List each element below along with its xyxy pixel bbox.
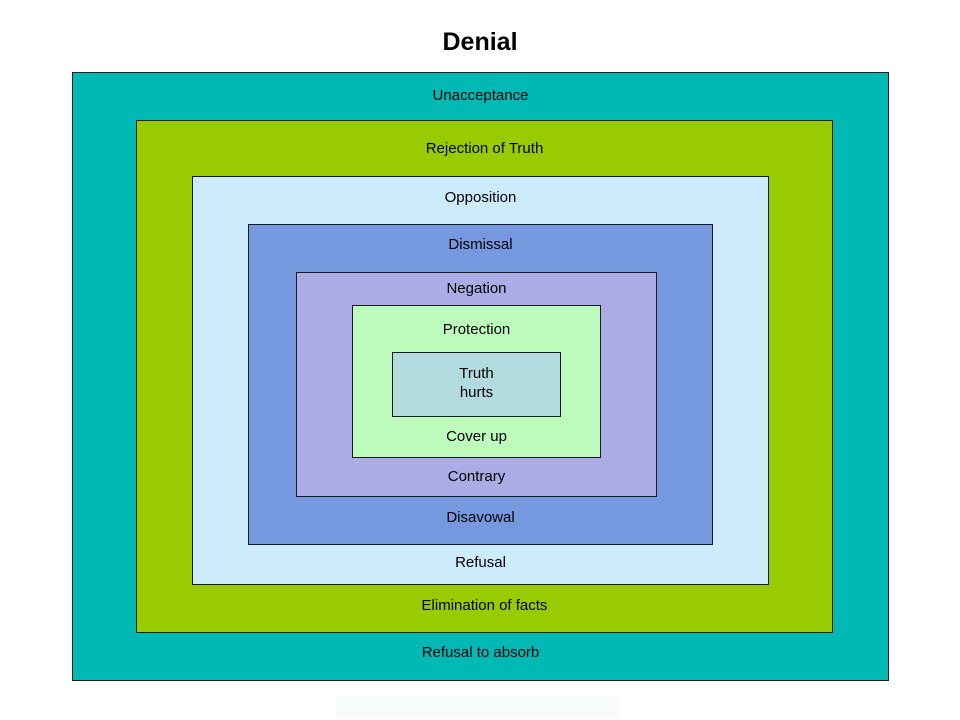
- layer-label-top: Opposition: [444, 189, 517, 206]
- layer-label-top: Dismissal: [448, 236, 513, 253]
- layer-label-top: Negation: [446, 280, 507, 297]
- core-label-line2: hurts: [459, 384, 494, 401]
- layer-label-bottom: Disavowal: [446, 509, 515, 526]
- layer-label-top: Unacceptance: [432, 87, 529, 104]
- layer-label-bottom: Elimination of facts: [421, 597, 548, 614]
- layer-label-top: Protection: [442, 321, 511, 338]
- core-label: Truth hurts: [393, 364, 560, 402]
- diagram-title: Denial: [442, 28, 518, 56]
- core-label-line1: Truth: [459, 365, 494, 382]
- core-box: Truth hurts: [392, 352, 561, 417]
- layer-label-bottom: Refusal: [455, 554, 506, 571]
- layer-label-bottom: Cover up: [446, 428, 507, 445]
- layer-label-bottom: Contrary: [447, 468, 506, 485]
- layer-label-bottom: Refusal to absorb: [421, 644, 540, 661]
- background-strip: [336, 696, 620, 718]
- layer-label-top: Rejection of Truth: [425, 140, 544, 157]
